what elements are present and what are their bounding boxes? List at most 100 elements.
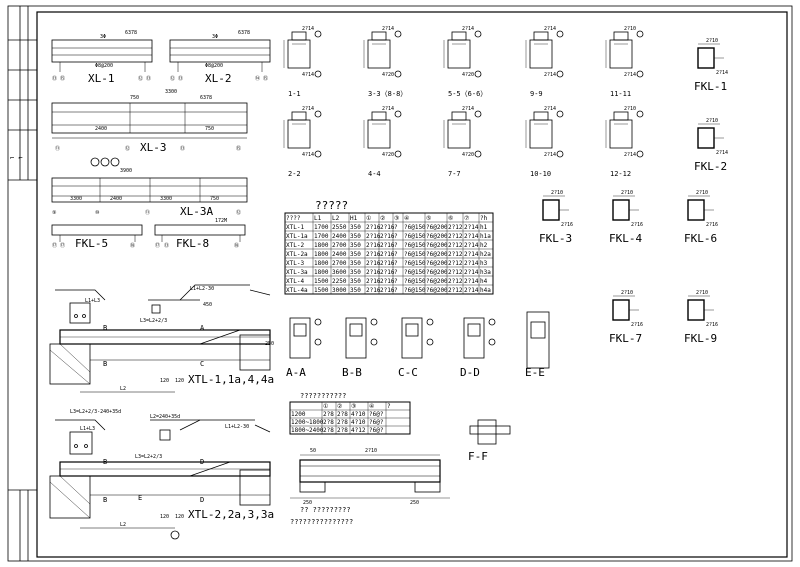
section-dim: 2?14: [544, 152, 556, 158]
lintel-cell: 2400: [332, 233, 347, 240]
svg-text:L2=240+35d: L2=240+35d: [150, 414, 180, 420]
beam-xl1: 6378 3Φ Φ8@200 ⑬ ⑮ ⑫ ⑬ XL-1: [51, 30, 153, 85]
lintel-header: L2: [332, 215, 340, 222]
svg-text:120: 120: [160, 514, 169, 520]
lintel-cell: ?6@150: [404, 224, 426, 231]
beam-fkl5: ⑰ ⑰ ⑱ FKL-5: [51, 224, 143, 250]
section-dim: 2?14: [382, 106, 394, 112]
section-4: 2?142?149-9: [525, 26, 564, 98]
svg-text:750: 750: [210, 196, 219, 202]
svg-text:⑫: ⑫: [236, 209, 241, 216]
lintel-cell: 2?16: [366, 287, 381, 294]
section-1: 2?144?141-1: [283, 26, 322, 98]
lintel-cell: 1700: [314, 224, 329, 231]
lintel-table-caption: ?????: [315, 199, 348, 212]
small-table-cell: 4?12: [351, 427, 366, 434]
lintel-cell: 2?16: [366, 278, 381, 285]
lintel-cell: XTL-2: [286, 242, 304, 249]
section-dim: 2?10: [624, 106, 636, 112]
lintel-cell: XTL-2a: [286, 251, 308, 258]
section-label: 11-11: [610, 90, 631, 98]
small-table-cell: 1200~1800: [291, 419, 324, 426]
fkl-label: FKL-4: [609, 232, 642, 245]
mid-section-label: E-E: [525, 366, 545, 379]
beam-label-xl2: XL-2: [205, 72, 232, 85]
lintel-header: ⑥: [448, 215, 453, 222]
beam-fkl8: 172M ⑰ ⑬ ⑱ FKL-8: [154, 218, 246, 250]
lintel-cell: 2?16: [366, 269, 381, 276]
lintel-cell: ?6@150: [404, 233, 426, 240]
bottom-beam: 50 2?10 250 250 ?? ????????? ???????????…: [290, 448, 450, 526]
lintel-cell: 2?16: [380, 242, 395, 249]
title-strip: ⌐ ⌐: [8, 6, 37, 561]
section-label: 5-5（6-6）: [448, 90, 487, 98]
lintel-cell: ?: [394, 260, 398, 267]
lintel-cell: ?6@200: [426, 278, 448, 285]
mid-section-label: A-A: [286, 366, 306, 379]
section-dim: 4?14: [302, 152, 314, 158]
svg-text:⑫: ⑫: [138, 75, 143, 82]
lintel-cell: 350: [350, 278, 361, 285]
lintel-cell: XTL-4a: [286, 287, 308, 294]
lintel-cell: h3a: [480, 269, 491, 276]
lintel-cell: ?6@200: [426, 233, 448, 240]
fkl-dim: 2?16: [561, 222, 573, 228]
outer-border: [7, 5, 793, 562]
small-table-cell: 2?8: [337, 419, 348, 426]
small-table-cell: 4?10: [351, 419, 366, 426]
lintel-cell: XTL-4: [286, 278, 304, 285]
section-dim: 4?20: [382, 152, 394, 158]
lintel-cell: ?: [394, 269, 398, 276]
lintel-header: ③: [394, 215, 399, 222]
svg-text:Φ8@200: Φ8@200: [205, 63, 223, 69]
lintel-header: ⑦: [464, 215, 469, 222]
beam-label-xl3a: XL-3A: [180, 205, 213, 218]
lintel-cell: ?6@200: [426, 251, 448, 258]
beam-label-xl3: XL-3: [140, 141, 167, 154]
svg-text:B: B: [103, 324, 107, 332]
small-table-cell: 1200: [291, 411, 306, 418]
section-label: 9-9: [530, 90, 543, 98]
lintel-header: H1: [350, 215, 358, 222]
section-dim: 4?20: [462, 152, 474, 158]
svg-text:B: B: [103, 458, 107, 466]
lintel-cell: 2400: [332, 251, 347, 258]
fkl-dim: 2?10: [706, 38, 718, 44]
lintel-cell: h3: [480, 260, 488, 267]
svg-text:⑮: ⑮: [263, 75, 268, 82]
lintel-cell: ?: [394, 287, 398, 294]
svg-text:L1+L2-30: L1+L2-30: [190, 286, 214, 292]
svg-text:⑭: ⑭: [255, 75, 260, 82]
svg-text:⑱: ⑱: [130, 242, 135, 249]
mid-section-A-A: A-A: [286, 317, 322, 379]
inner-border: [36, 11, 788, 558]
svg-text:6378: 6378: [200, 95, 212, 101]
section-6: 2?144?142-2: [283, 106, 322, 178]
lintel-cell: 2?16: [380, 278, 395, 285]
mid-section-label: C-C: [398, 366, 418, 379]
svg-text:450: 450: [203, 302, 212, 308]
lintel-cell: ?6@200: [426, 269, 448, 276]
lintel-cell: ?: [394, 242, 398, 249]
lintel-cell: 2?16: [366, 242, 381, 249]
lintel-cell: ?6@150: [404, 242, 426, 249]
lintel-cell: 2?14: [464, 278, 479, 285]
section-dim: 2?14: [544, 106, 556, 112]
lintel-cell: 2550: [332, 224, 347, 231]
svg-text:2400: 2400: [95, 126, 107, 132]
svg-text:120: 120: [175, 378, 184, 384]
svg-text:3300: 3300: [165, 89, 177, 95]
stair-lower-label: XTL-2,2a,3,3a: [188, 508, 274, 521]
svg-text:⑬: ⑬: [180, 145, 185, 152]
section-dim: 2?14: [624, 72, 636, 78]
stair-upper: L1+L3 L1+L2-30 L3=L2+2/3 450 250 120 120…: [49, 284, 274, 393]
small-table: 12001200~18001800~2400①2?82?82?8②2?82?82…: [289, 401, 411, 435]
section-label: 3-3（8-8）: [368, 90, 407, 98]
fkl-dim: 2?10: [706, 118, 718, 124]
svg-text:2400: 2400: [110, 196, 122, 202]
bottom-beam-caption: ???????????????: [290, 518, 353, 526]
lintel-cell: 350: [350, 251, 361, 258]
beam-xl3a: 3900 3300 2400 3300 750 ⑨ ⑩ ⑪ ⑫ XL-3A: [51, 168, 248, 218]
